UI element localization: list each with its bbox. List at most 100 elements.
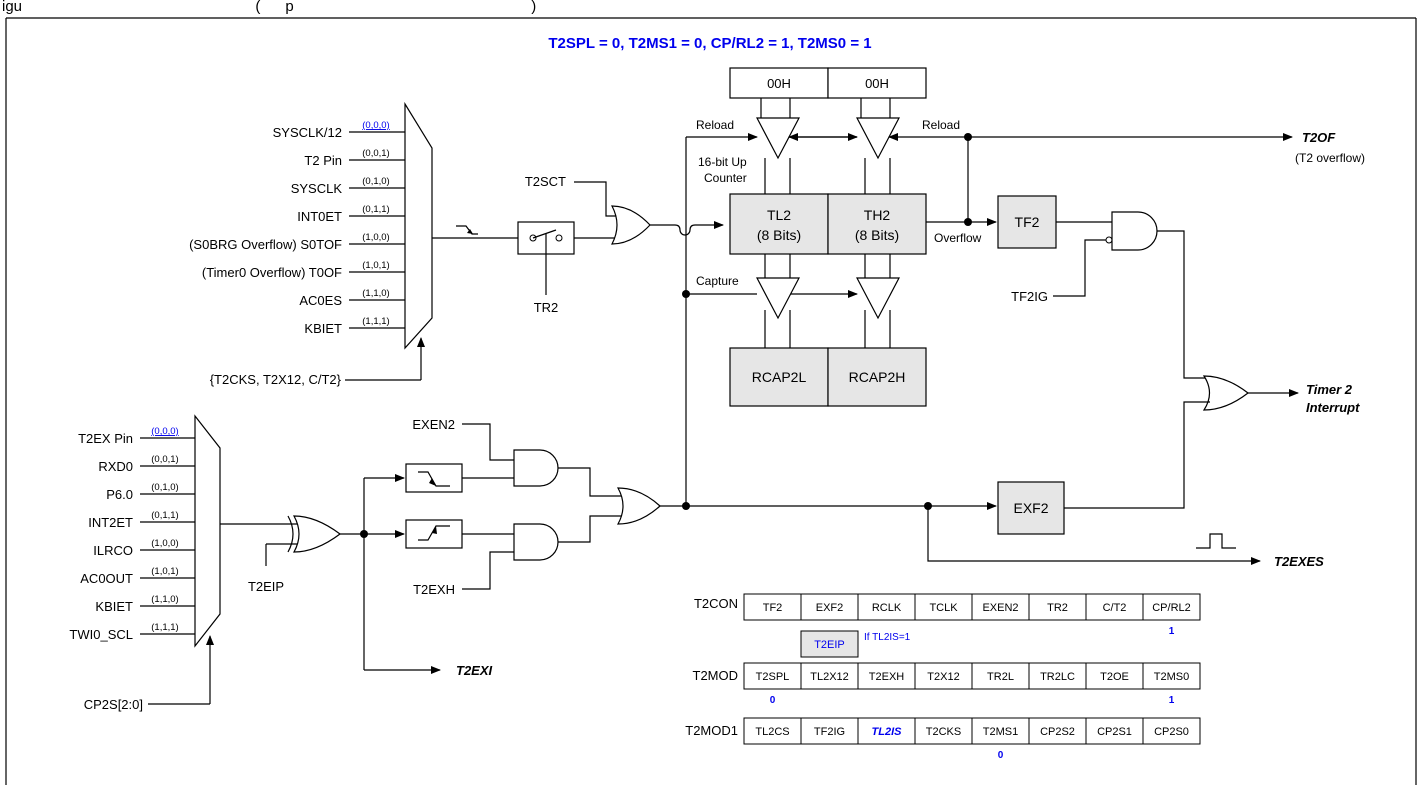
rcap2l-label: RCAP2L: [752, 369, 807, 385]
counter-registers: TL2 (8 Bits) TH2 (8 Bits): [729, 193, 927, 255]
th2-register: [827, 193, 927, 255]
clock-input-label: SYSCLK/12: [273, 125, 342, 140]
register-bit-cell: [800, 593, 859, 621]
register-bit-label: CP2S2: [1040, 726, 1075, 738]
reload-value-low: 00H: [767, 76, 791, 91]
register-bit-cell: [857, 717, 916, 745]
register-bit-label: T2EXH: [869, 671, 905, 683]
t2of-sublabel: (T2 overflow): [1295, 151, 1365, 165]
capture-path: Capture RCAP2L RCAP2H: [682, 137, 927, 506]
clock-input-code: (0,1,1): [362, 204, 389, 215]
interrupt-or-gate: Timer 2 Interrupt: [1064, 375, 1360, 509]
ext-mux: T2EX Pin(0,0,0)RXD0(0,0,1)P6.0(0,1,0)INT…: [69, 414, 300, 712]
register-bit-cell: [800, 717, 859, 745]
overflow-label: Overflow: [934, 231, 982, 245]
register-bit-value: 1: [1169, 626, 1175, 637]
ext-input-code: (1,0,1): [151, 566, 178, 577]
register-bit-cell: [1142, 662, 1201, 690]
clock-input-label: (Timer0 Overflow) T0OF: [202, 265, 342, 280]
ext-input-label: INT2ET: [88, 515, 133, 530]
register-bit-label: EXEN2: [982, 602, 1018, 614]
register-bit-label: T2CKS: [926, 726, 961, 738]
clock-input-code: (0,0,1): [362, 148, 389, 159]
clock-input-label: SYSCLK: [291, 181, 343, 196]
register-bit-label: TF2IG: [814, 726, 845, 738]
register-bit-label: EXF2: [816, 602, 844, 614]
exen2-label: EXEN2: [412, 417, 455, 432]
t2exi-label: T2EXI: [456, 663, 493, 678]
register-bit-cell: [857, 662, 916, 690]
clock-mux: SYSCLK/12(0,0,0)T2 Pin(0,0,1)SYSCLK(0,1,…: [189, 101, 518, 387]
register-bit-cell: [1085, 593, 1144, 621]
register-bit-cell: [1028, 717, 1087, 745]
top-caption: igu ( p ): [2, 0, 536, 15]
register-bit-cell: [857, 593, 916, 621]
t2of-label: T2OF: [1302, 130, 1336, 145]
register-bit-label: TCLK: [929, 602, 958, 614]
t2sct-label: T2SCT: [525, 174, 566, 189]
tf2ig-label: TF2IG: [1011, 289, 1048, 304]
register-bit-label: TR2: [1047, 602, 1068, 614]
ext-input-code: (1,1,0): [151, 594, 178, 605]
ext-select-label: CP2S[2:0]: [84, 697, 143, 712]
register-bit-label: TR2LC: [1040, 671, 1075, 683]
register-bit-label: TL2X12: [810, 671, 849, 683]
register-bit-value: 0: [998, 750, 1004, 761]
register-bit-value: 0: [770, 695, 776, 706]
exf2-label: EXF2: [1013, 500, 1048, 516]
th2-bits: (8 Bits): [855, 227, 899, 243]
register-bit-label: T2X12: [927, 671, 959, 683]
register-bit-cell: [1085, 717, 1144, 745]
register-bit-label: TL2IS: [872, 726, 903, 738]
register-bit-cell: [914, 662, 973, 690]
t2eip-xor-gate: T2EIP T2EXI: [248, 474, 493, 678]
register-bit-label: RCLK: [872, 602, 902, 614]
t2exes-label: T2EXES: [1274, 554, 1324, 569]
ext-input-label: P6.0: [106, 487, 133, 502]
register-bit-cell: [1028, 662, 1087, 690]
register-bit-cell: [1142, 593, 1201, 621]
tr2-switch: TR2: [517, 221, 617, 315]
pulse-icon: [1196, 533, 1236, 549]
register-bit-cell: [971, 717, 1030, 745]
register-bit-value: 1: [1169, 695, 1175, 706]
tr2-label: TR2: [534, 300, 559, 315]
clock-input-code: (1,0,1): [362, 260, 389, 271]
counter-label-line2: Counter: [704, 171, 747, 185]
ext-input-code: (0,1,0): [151, 482, 178, 493]
register-bit-cell: [1142, 717, 1201, 745]
th2-name: TH2: [864, 207, 891, 223]
clock-input-label: AC0ES: [299, 293, 342, 308]
register-bit-label: C/T2: [1103, 602, 1127, 614]
tl2is-note: If TL2IS=1: [864, 632, 911, 643]
clock-select-label: {T2CKS, T2X12, C/T2}: [210, 372, 342, 387]
t2sct-or-gate: T2SCT: [525, 174, 724, 245]
register-bit-cell: [1028, 593, 1087, 621]
clock-input-label: INT0ET: [297, 209, 342, 224]
exf2-flag: EXF2 T2EXES: [927, 481, 1324, 569]
exen2-and-gates: EXEN2 T2EXH: [412, 417, 997, 597]
diagram-title: T2SPL = 0, T2MS1 = 0, CP/RL2 = 1, T2MS0 …: [548, 35, 871, 52]
tl2-bits: (8 Bits): [757, 227, 801, 243]
reload-value-boxes: 00H 00H: [729, 67, 927, 118]
register-bit-label: TR2L: [987, 671, 1014, 683]
ext-input-label: ILRCO: [93, 543, 133, 558]
ext-input-code: (0,0,0): [151, 426, 178, 437]
register-bit-cell: [971, 593, 1030, 621]
overflow-path: Overflow: [926, 133, 997, 245]
t2mod1-name: T2MOD1: [685, 723, 738, 738]
reload-label-left: Reload: [696, 118, 734, 132]
ext-input-code: (0,0,1): [151, 454, 178, 465]
register-bit-label: CP2S0: [1154, 726, 1189, 738]
tl2-register: [729, 193, 829, 255]
reload-value-high: 00H: [865, 76, 889, 91]
clock-input-label: T2 Pin: [304, 153, 342, 168]
clock-input-code: (1,1,1): [362, 316, 389, 327]
register-bit-label: T2SPL: [756, 671, 790, 683]
ext-input-label: AC0OUT: [80, 571, 133, 586]
t2eip-alt-label: T2EIP: [814, 639, 845, 651]
timer2-interrupt-line1: Timer 2: [1306, 382, 1353, 397]
tf2-label: TF2: [1015, 214, 1040, 230]
